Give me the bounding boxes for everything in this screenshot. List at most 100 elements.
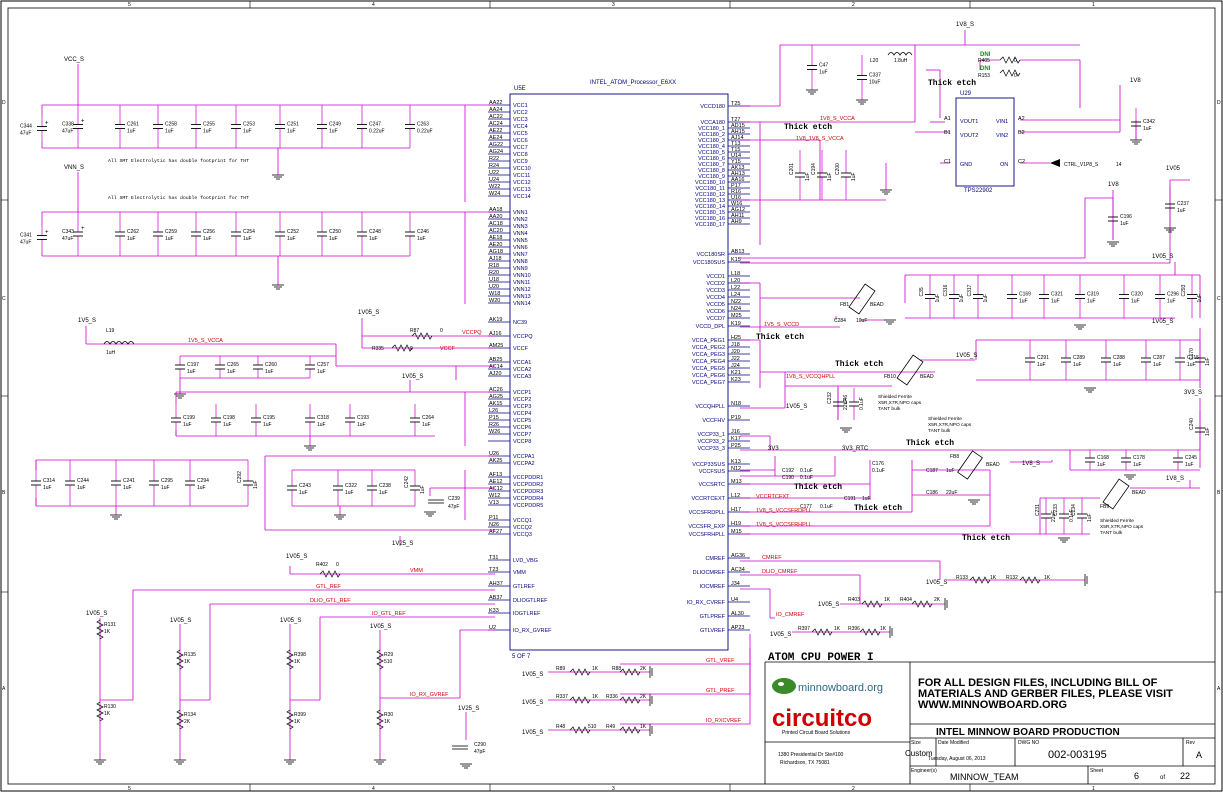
fb8-bead: BEAD <box>986 462 1000 468</box>
r153-val: 0 <box>1014 73 1017 79</box>
ferrite-note-c1: Shielded Ferrite <box>1100 518 1134 524</box>
frame-row-right: A <box>1217 686 1221 692</box>
cap-val: 47uF <box>20 131 31 137</box>
vcc-decoupling <box>41 64 495 202</box>
ic-left-pin-num: AE18 <box>489 235 502 241</box>
cap-val: 0.22uF <box>369 129 385 135</box>
cap-ref: C251 <box>287 122 299 128</box>
c177-ref: C177 <box>800 504 812 510</box>
v1v05-s-r29: 1V05_S <box>370 624 391 630</box>
bottom-resistor-symbols <box>569 666 653 736</box>
c284-ref: C284 <box>834 318 846 324</box>
ic-left-pin-num: AJ18 <box>489 256 502 262</box>
resistor-val: 1K <box>104 629 111 635</box>
ic-right-pin-num: Y15 <box>731 159 741 165</box>
ic-left-pin-num: AJ20 <box>489 371 502 377</box>
cap-val: 1uF <box>1205 357 1211 366</box>
cap-ref: C255 <box>203 122 215 128</box>
ground-symbol <box>374 759 386 765</box>
cap-val: 1uF <box>265 369 274 375</box>
r89-val: 1K <box>592 666 599 672</box>
cap-ref: C337 <box>869 73 881 79</box>
cap-val: 1uF <box>1113 362 1122 368</box>
ic-left-pin-name: VCCP1 <box>513 390 531 396</box>
ic-right-pin-num: AH15 <box>731 129 745 135</box>
ic-right-pin-num: R16 <box>731 189 741 195</box>
ic-left-pin-num: U26 <box>489 451 499 457</box>
frame-row-right: D <box>1217 100 1221 106</box>
ic-left-pin-name: VCCP8 <box>513 439 531 445</box>
rev-label: Rev <box>1186 740 1195 746</box>
ic-right-pin-num: H25 <box>731 335 741 341</box>
resistor <box>569 668 591 676</box>
ic-left-pin-name: VCCP5 <box>513 418 531 424</box>
ic-left-pin-num: AE12 <box>489 479 502 485</box>
thick-etch-2: Thick etch <box>784 123 832 132</box>
ic-right-pin-name: VCC180_12 <box>695 192 725 198</box>
r89-ref: R89 <box>556 666 565 672</box>
ic-left-pin-name: VCCQ2 <box>513 525 532 531</box>
resistor-r153 <box>999 69 1021 77</box>
c177-val: 0.1uF <box>820 504 833 510</box>
cap-val: 1uF <box>287 236 296 242</box>
frame-row-left: B <box>2 490 6 496</box>
ic-left-pin-num: K33 <box>489 608 499 614</box>
ic-left-pin-name: VCCA1 <box>513 360 531 366</box>
size-label: Size <box>911 740 921 746</box>
ic-right-pin-num: M25 <box>731 313 742 319</box>
r405-val: 0 <box>1014 58 1017 64</box>
ic-left-pin-name: NC39 <box>513 320 527 326</box>
ic-right-pin-num: P19 <box>731 415 741 421</box>
ic-left-pin-num: W22 <box>489 184 500 190</box>
resistor <box>376 649 384 670</box>
ic-left-pin-name: LVD_VBG <box>513 558 538 564</box>
cap-ref: C258 <box>165 122 177 128</box>
cap-ref: C320 <box>1131 292 1143 298</box>
u29-on: ON <box>1000 162 1008 168</box>
cap-ref: C168 <box>1097 455 1109 461</box>
r87-ref: R87 <box>410 328 419 334</box>
sheet-of: of <box>1160 775 1165 781</box>
ic-right-pin-num: AH9 <box>731 219 742 225</box>
cap-ref: C259 <box>165 229 177 235</box>
ic-right-pin-num: J34 <box>731 581 740 587</box>
cap-ref: C322 <box>345 483 357 489</box>
ic-right-pin-name: VCCA_PEG2 <box>692 345 725 351</box>
cap-val: 1uF <box>1205 427 1211 436</box>
ic-right-pin-num: AH11 <box>731 213 744 219</box>
minnowboard-logo: minnowboard.org <box>772 678 883 694</box>
u29-vin2: VIN2 <box>996 133 1008 139</box>
ic-right-pin-num: K19 <box>731 321 741 327</box>
bead-fb8: FB8 BEAD <box>950 450 1000 480</box>
cap-ref: C293 <box>1181 284 1187 296</box>
cap-ref: C249 <box>329 122 341 128</box>
sheet-title: ATOM CPU POWER I <box>768 652 874 664</box>
resistor-val: 1K <box>184 659 191 665</box>
v1v05-s-label-peg: 1V05_S <box>1152 319 1173 325</box>
cap-ref: C194 <box>811 163 817 175</box>
cap-val: 1uF <box>1019 299 1028 305</box>
ic-right-pin-num: AC34 <box>731 567 745 573</box>
date-label: Date Modified <box>938 740 969 746</box>
ground-symbol <box>968 499 980 505</box>
ic-right-pin-name: VCCSFRDPLL <box>689 510 725 516</box>
ic-left-pin-num: AG22 <box>489 142 503 148</box>
